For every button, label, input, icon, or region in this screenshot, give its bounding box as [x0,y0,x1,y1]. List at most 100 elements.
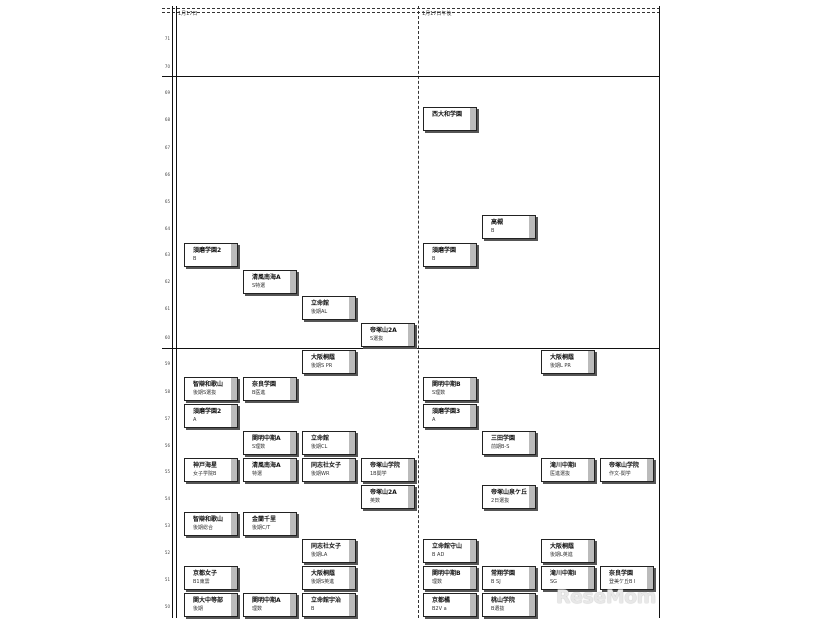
card-side-bar [231,405,237,427]
top-dashed-border-2 [162,12,660,13]
course-name: S理数 [432,390,446,396]
card-side-bar [470,540,476,562]
card-side-bar [470,405,476,427]
card-side-bar [231,594,237,616]
course-name: B [432,256,436,262]
school-card: 智辯和歌山後期総合 [184,512,238,536]
level-label: 57 [164,416,170,421]
card-side-bar [588,459,594,481]
school-card: 金蘭千里後期C/T [243,512,297,536]
course-name: 後期S PR [311,363,333,369]
level-label: 58 [164,389,170,394]
course-name: SG [550,579,558,585]
course-name: 後期CL [311,444,328,450]
course-name: 後期L英進 [550,552,573,558]
school-card: 関大中等部後期 [184,593,238,617]
level-label: 69 [164,90,170,95]
school-name: 関大中等部 [193,597,224,604]
school-name: 常翔学園 [491,570,516,577]
course-name: 前期B-S [491,444,510,450]
card-side-bar [529,567,535,589]
card-side-bar [408,459,414,481]
card-side-bar [231,378,237,400]
school-name: 大阪桐蔭 [311,354,336,361]
school-name: 立命館 [311,435,330,442]
school-card: 帝塚山泉ケ丘 2日選抜 [482,485,536,509]
school-card: 清風南海A S特選 [243,270,297,294]
card-side-bar [349,432,355,454]
school-name: 大阪桐蔭 [550,354,575,361]
course-name: 2日選抜 [491,498,510,504]
course-name: S選抜 [370,336,384,342]
right-border [659,6,660,618]
level-label: 61 [164,306,170,311]
school-name: 帝塚山泉ケ丘 [491,489,528,496]
card-side-bar [349,297,355,319]
card-side-bar [290,594,296,616]
school-card: 西大和学園 [423,107,477,131]
school-name: 清風南海A [252,274,281,281]
school-name: 京都橘 [432,597,451,604]
school-name: 西大和学園 [432,111,463,118]
course-name: 後期S英進 [311,579,335,585]
course-name: B AD [432,552,445,558]
school-name: 高槻 [491,219,504,226]
level-label: 55 [164,469,170,474]
school-card: 滝川中期Ⅰ SG [541,566,595,590]
course-name: 女子学院B [193,471,217,477]
level-label: 65 [164,199,170,204]
school-name: 神戸海星 [193,462,218,469]
level-label: 63 [164,252,170,257]
course-name: 理数 [252,606,263,612]
card-side-bar [529,486,535,508]
card-side-bar [290,432,296,454]
course-name: 後期S選抜 [193,390,217,396]
course-name: S理数 [252,444,266,450]
course-name: 後期LA [311,552,328,558]
card-side-bar [470,244,476,266]
card-side-bar [408,486,414,508]
level-label: 53 [164,523,170,528]
school-name: 大阪桐蔭 [550,543,575,550]
top-dashed-border [162,8,660,9]
course-name: B [193,256,197,262]
school-name: 滝川中期Ⅰ [550,570,577,577]
card-side-bar [290,271,296,293]
school-card: 神戸海星女子学院B [184,458,238,482]
course-name: 英数 [370,498,381,504]
school-name: 立命館 [311,300,330,307]
card-side-bar [588,351,594,373]
course-name: 後期L PR [550,363,571,369]
school-name: 同志社女子 [311,543,342,550]
level-label: 60 [164,335,170,340]
school-card: 智辯和歌山後期S選抜 [184,377,238,401]
school-name: 関明中期A [252,435,281,442]
school-card: 大阪桐蔭後期L英進 [541,539,595,563]
school-card: 高槻 B [482,215,536,239]
course-name: 後期AL [311,309,328,315]
school-name: 関明中期B [432,570,461,577]
school-card: 三田学園前期B-S [482,431,536,455]
column-header-left: 1月17日 [178,11,198,17]
course-name: A [432,417,436,423]
course-name: B [491,228,495,234]
level-label: 50 [164,604,170,609]
card-side-bar [290,459,296,481]
school-card: 大阪桐蔭後期S PR [302,350,356,374]
separator-60 [162,348,660,349]
course-name: S特選 [252,283,266,289]
school-card: 大阪桐蔭後期S英進 [302,566,356,590]
school-card: 同志社女子後期LA [302,539,356,563]
